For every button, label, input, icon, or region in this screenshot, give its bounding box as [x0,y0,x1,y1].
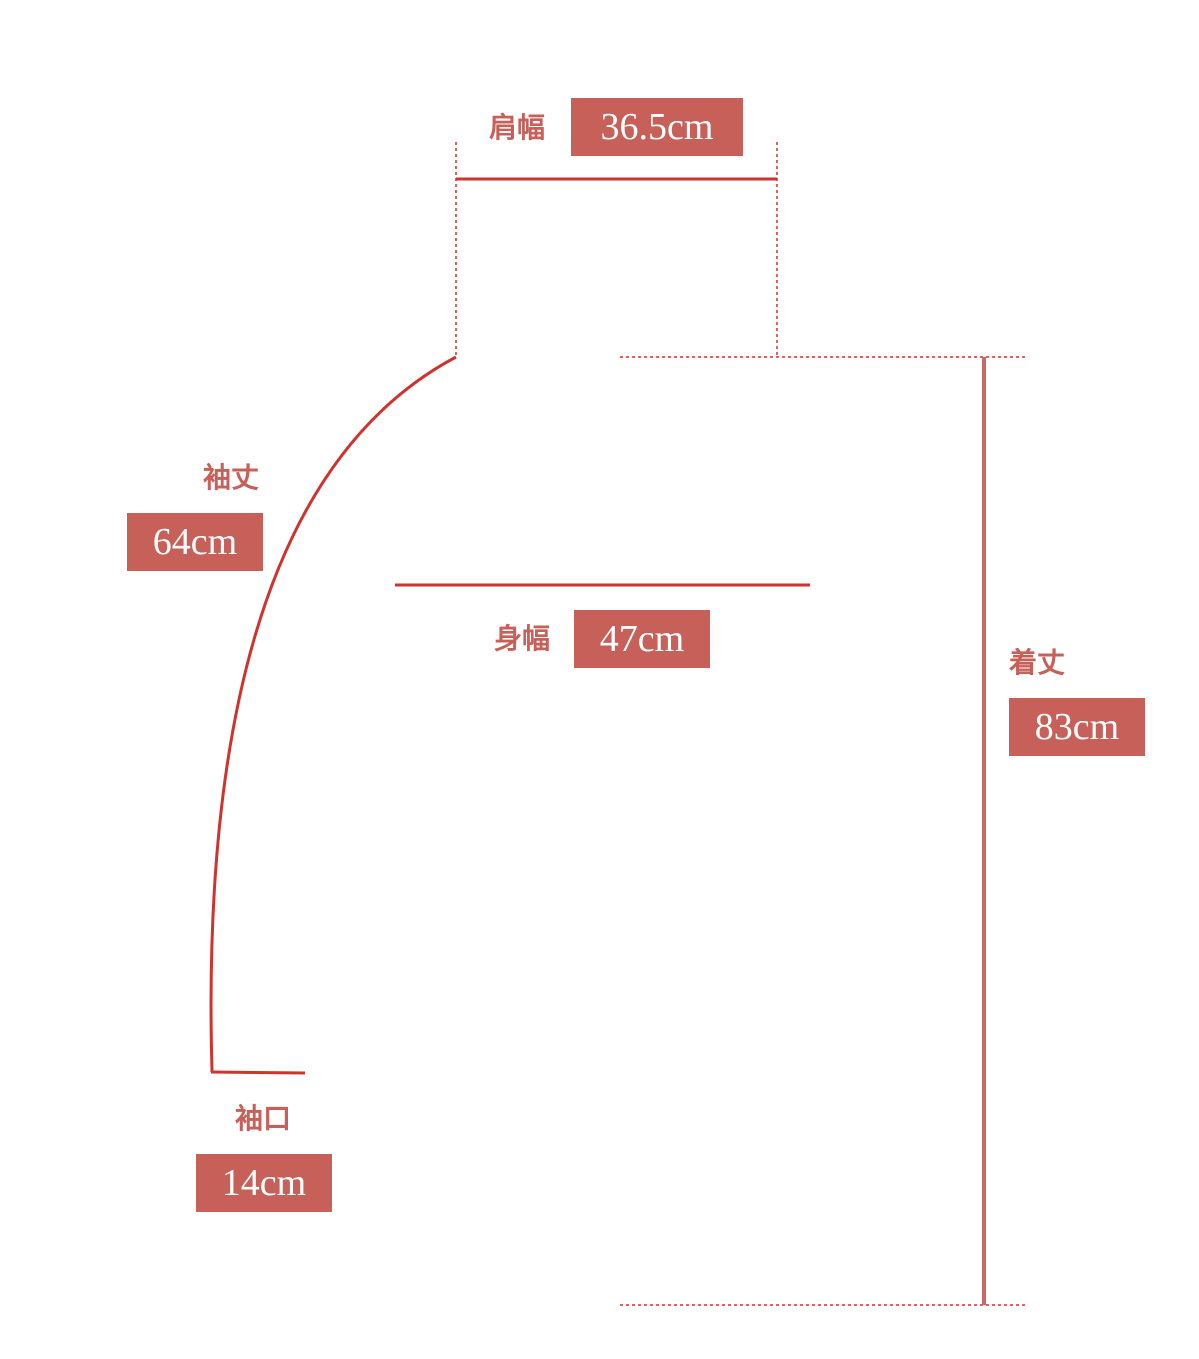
sleeve-length-value: 64cm [127,513,263,571]
shoulder-width-label: 肩幅 [489,111,546,144]
shoulder-width-value: 36.5cm [571,98,743,156]
total-length-value: 83cm [1009,698,1145,756]
sleeve-length-label: 袖丈 [203,461,260,494]
body-width-value: 47cm [574,610,710,668]
cuff-width-line [210,1070,306,1075]
sleeve-length-curve [209,355,457,1073]
cuff-width-value: 14cm [196,1154,332,1212]
body-width-label: 身幅 [494,622,551,655]
total-length-label: 着丈 [1009,646,1066,679]
cuff-width-label: 袖口 [235,1102,292,1135]
